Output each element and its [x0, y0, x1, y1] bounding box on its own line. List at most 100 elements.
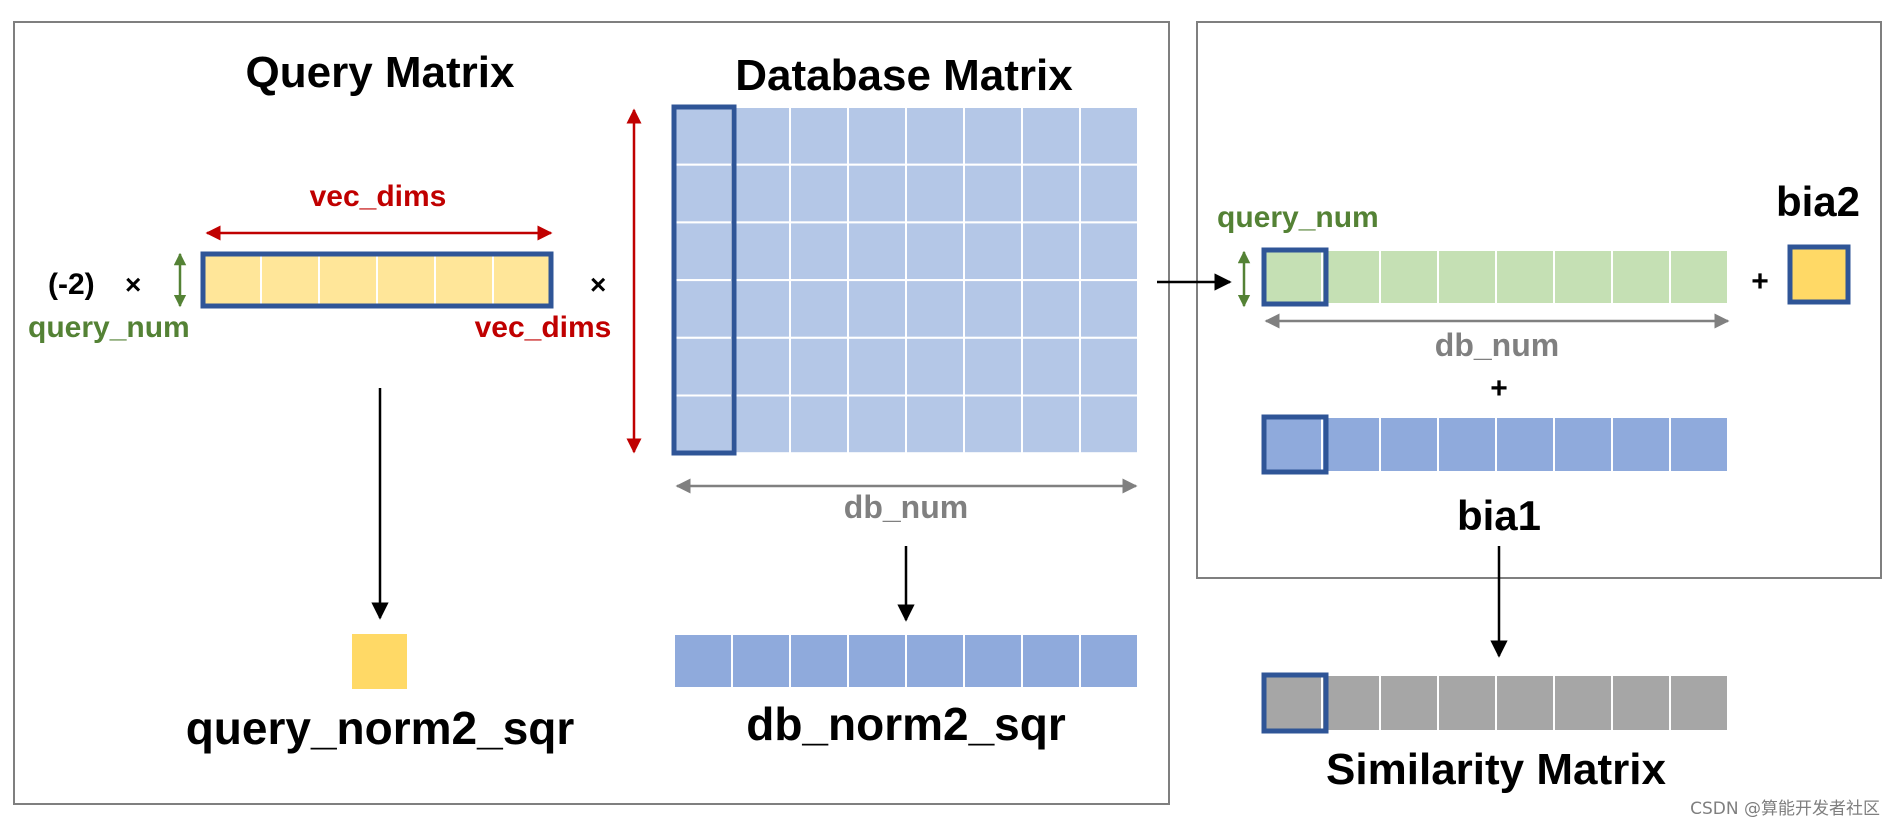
bia1-cell — [1321, 416, 1381, 473]
query-row-highlight — [200, 251, 554, 309]
plus-middle: + — [1490, 372, 1508, 405]
bia1-cell — [1553, 416, 1613, 473]
db-norm-cell — [789, 633, 849, 689]
query-row — [202, 253, 552, 307]
database-cell — [1079, 336, 1139, 397]
database-cell — [789, 279, 849, 339]
database-cell — [847, 336, 907, 397]
query-cell — [376, 253, 436, 307]
database-cell — [905, 163, 965, 224]
database-cell — [1079, 279, 1139, 339]
bia1-cell — [1495, 416, 1555, 473]
query-cell — [318, 253, 378, 307]
database-cell — [731, 336, 791, 397]
similarity-row — [1263, 674, 1729, 732]
database-cell — [963, 279, 1023, 339]
database-cell — [905, 106, 965, 166]
similarity-cell — [1321, 674, 1381, 732]
bia1-cell — [1263, 416, 1323, 473]
db-num-left-label: db_num — [844, 489, 968, 525]
database-cell — [1021, 394, 1081, 455]
database-cell — [731, 279, 791, 339]
db-norm-cell — [1021, 633, 1081, 689]
database-cell — [847, 221, 907, 282]
db-norm-cell — [673, 633, 733, 689]
intermediate-cell — [1437, 249, 1497, 305]
query-norm2-sqr-label: query_norm2_sqr — [186, 702, 575, 754]
database-cell — [847, 394, 907, 455]
database-cell — [1021, 336, 1081, 397]
db-norm2-sqr-row — [673, 633, 1139, 689]
database-cell — [673, 279, 733, 339]
db-norm-cell — [1079, 633, 1139, 689]
db-num-right-label: db_num — [1435, 327, 1559, 363]
bia2-label: bia2 — [1776, 178, 1860, 225]
query-cell — [202, 253, 262, 307]
database-cell — [731, 221, 791, 282]
database-cell — [1079, 394, 1139, 455]
database-cell — [963, 336, 1023, 397]
bia1-row — [1263, 416, 1729, 473]
database-cell — [673, 106, 733, 166]
intermediate-cell — [1495, 249, 1555, 305]
similarity-matrix-label: Similarity Matrix — [1326, 745, 1666, 794]
database-cell — [905, 394, 965, 455]
database-cell — [673, 163, 733, 224]
intermediate-cell — [1379, 249, 1439, 305]
query-norm2-sqr-cell — [352, 634, 407, 689]
intermediate-row — [1263, 249, 1729, 305]
vec-dims-bottom-label: vec_dims — [475, 311, 612, 344]
query-cell — [434, 253, 494, 307]
database-cell — [1021, 106, 1081, 166]
database-column-highlight — [671, 104, 737, 456]
minus-two-label: (-2) — [48, 268, 95, 301]
intermediate-highlight — [1261, 247, 1329, 307]
query-num-left-label: query_num — [28, 311, 190, 344]
database-cell — [789, 163, 849, 224]
db-norm-cell — [963, 633, 1023, 689]
db-norm2-sqr-label: db_norm2_sqr — [746, 698, 1066, 750]
bia1-highlight — [1261, 414, 1329, 475]
times-right: × — [590, 269, 606, 300]
similarity-cell — [1263, 674, 1323, 732]
database-cell — [963, 221, 1023, 282]
similarity-cell — [1553, 674, 1613, 732]
db-norm-cell — [847, 633, 907, 689]
database-cell — [905, 279, 965, 339]
database-cell — [1079, 106, 1139, 166]
similarity-cell — [1611, 674, 1671, 732]
bia1-cell — [1437, 416, 1497, 473]
similarity-highlight — [1261, 672, 1329, 734]
query-cell — [492, 253, 552, 307]
intermediate-cell — [1669, 249, 1729, 305]
times-left: × — [125, 269, 141, 300]
database-cell — [905, 221, 965, 282]
database-cell — [847, 163, 907, 224]
database-cell — [1021, 221, 1081, 282]
bia1-label: bia1 — [1457, 492, 1541, 539]
plus-right: + — [1751, 265, 1769, 298]
similarity-cell — [1669, 674, 1729, 732]
query-matrix-title: Query Matrix — [246, 48, 516, 97]
db-norm-cell — [905, 633, 965, 689]
similarity-cell — [1437, 674, 1497, 732]
bia1-cell — [1379, 416, 1439, 473]
watermark: CSDN @算能开发者社区 — [1690, 799, 1880, 819]
similarity-cell — [1379, 674, 1439, 732]
database-cell — [673, 336, 733, 397]
database-cell — [789, 394, 849, 455]
query-num-right-label: query_num — [1217, 201, 1379, 234]
database-cell — [673, 394, 733, 455]
database-cell — [731, 106, 791, 166]
bia2-cell — [1787, 244, 1851, 305]
query-cell — [260, 253, 320, 307]
intermediate-cell — [1263, 249, 1323, 305]
intermediate-cell — [1553, 249, 1613, 305]
database-cell — [789, 221, 849, 282]
database-cell — [731, 394, 791, 455]
database-cell — [731, 163, 791, 224]
database-cell — [1021, 279, 1081, 339]
intermediate-cell — [1611, 249, 1671, 305]
database-cell — [789, 336, 849, 397]
